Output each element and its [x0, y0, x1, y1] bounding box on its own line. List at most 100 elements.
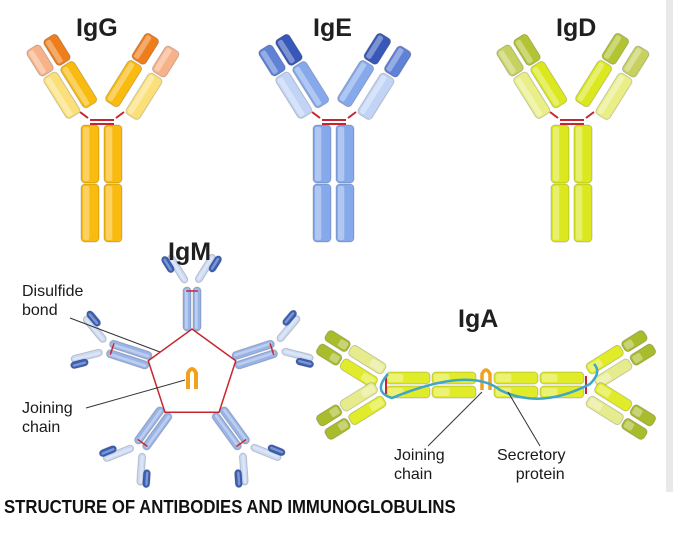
- igm-inter-bond: [109, 343, 115, 355]
- igd-antibody: [496, 32, 650, 243]
- igm-var: [295, 357, 315, 369]
- igg-right-heavy-const: [105, 60, 143, 108]
- igd-arm-left: [496, 33, 568, 119]
- igm-arm: [161, 254, 189, 284]
- igm-monomer: [211, 406, 286, 489]
- disulfide-line1: Disulfide: [22, 283, 84, 300]
- igg-heavy-chain-left-lower: [80, 183, 100, 243]
- igm-var: [142, 469, 151, 489]
- ige-left-light-var: [258, 44, 286, 77]
- iga-arm-var-heavy: [315, 343, 343, 366]
- scroll-edge: [666, 0, 673, 492]
- igm-pentamer: [70, 253, 315, 489]
- iga-arm-var-light: [629, 343, 657, 366]
- iga-heavy-bottom-b: [431, 385, 477, 399]
- secretory-line1: Secretory: [497, 447, 566, 464]
- igd-right-light-var: [621, 45, 650, 78]
- iga-right-monomer: [493, 330, 657, 440]
- iga-joining-leader-line: [427, 391, 483, 447]
- figure-caption: STRUCTURE OF ANTIBODIES AND IMMUNOGLOBUL…: [4, 497, 456, 517]
- iga-arm-lower: [585, 382, 657, 440]
- iga-joining-chain: [480, 368, 492, 390]
- ige-right-heavy-var: [363, 32, 392, 65]
- iga-arm-lower: [315, 382, 387, 440]
- igm-var: [86, 310, 102, 327]
- igd-right-heavy-const: [575, 60, 613, 108]
- iga-arm-light: [594, 358, 633, 388]
- igd-heavy-chain-left-lower: [550, 183, 570, 243]
- iga-secretory-protein: [379, 363, 599, 400]
- ige-heavy-chain-right-lower: [335, 183, 355, 243]
- iga-label: IgA: [458, 305, 499, 333]
- ige-right-light-var: [383, 45, 412, 78]
- iga-arm-light: [339, 382, 378, 412]
- iga-arm-var-light: [324, 330, 351, 353]
- igd-heavy-chain-right-lower: [573, 183, 593, 243]
- igm-heavy-right: [134, 406, 165, 445]
- ige-arm-left: [258, 33, 330, 119]
- iga-dimer: [315, 330, 657, 440]
- igm-var: [70, 358, 89, 370]
- igm-arm: [250, 443, 286, 461]
- iga-arm-heavy: [594, 382, 633, 412]
- iga-heavy-top-a: [493, 371, 539, 385]
- ige-right-heavy-const: [337, 60, 375, 108]
- igd-label: IgD: [556, 14, 597, 42]
- igm-joining-line1: Joining: [22, 400, 73, 417]
- igd-disulfide-bond: [549, 111, 595, 125]
- igm-arm: [98, 444, 135, 462]
- ige-disulfide-bond: [311, 111, 357, 125]
- igd-right-heavy-var: [601, 32, 630, 65]
- igm-arm: [276, 309, 301, 343]
- igm-heavy-left: [182, 286, 192, 332]
- iga-left-monomer: [315, 330, 477, 440]
- igm-heavy-right: [211, 412, 242, 451]
- ige-arm-right: [337, 32, 412, 120]
- iga-joining-chain-label: Joining chain: [394, 446, 445, 484]
- igm-light: [70, 348, 103, 363]
- iga-arm-heavy: [339, 358, 378, 388]
- igg-right-heavy-var: [131, 32, 160, 65]
- igg-left-light-const: [43, 71, 81, 119]
- igm-arm: [234, 452, 249, 489]
- igd-right-light-const: [595, 72, 633, 120]
- secretory-protein-label: Secretory protein: [497, 446, 565, 484]
- igm-heavy-left: [106, 349, 150, 370]
- iga-arm-light: [348, 344, 387, 375]
- disulfide-bond-label: Disulfide bond: [22, 282, 83, 320]
- igm-joining-line2: chain: [22, 419, 61, 436]
- ige-right-light-const: [357, 72, 395, 120]
- igm-inter-bond: [269, 343, 275, 355]
- igg-arm-right: [105, 32, 180, 120]
- igm-var: [234, 469, 243, 489]
- igm-var: [267, 444, 286, 457]
- igm-heavy-right: [234, 349, 278, 370]
- iga-joining-line2: chain: [394, 466, 433, 483]
- igm-monomer: [70, 310, 153, 370]
- igd-left-light-const: [513, 71, 551, 119]
- igm-inter-bond: [236, 438, 247, 448]
- igg-label: IgG: [76, 14, 118, 42]
- igm-light: [281, 347, 314, 362]
- igm-var: [208, 255, 223, 273]
- ige-left-light-const: [275, 71, 313, 119]
- iga-joining-line1: Joining: [394, 447, 445, 464]
- igm-var: [98, 445, 117, 458]
- igm-joining-chain: [186, 367, 198, 389]
- ige-left-heavy-const: [292, 61, 330, 109]
- igm-arm: [194, 253, 223, 283]
- igm-light: [167, 254, 189, 284]
- igm-monomer: [231, 309, 315, 370]
- igg-disulfide-bond: [79, 111, 125, 125]
- igm-disulfide-ring: [147, 328, 237, 413]
- igg-left-light-var: [26, 44, 54, 77]
- igg-arm-left: [26, 33, 98, 119]
- igd-arm-right: [575, 32, 650, 120]
- iga-heavy-top-b: [539, 371, 585, 385]
- igg-heavy-chain-right-lower: [103, 183, 123, 243]
- igm-joining-chain-label: Joining chain: [22, 399, 73, 437]
- igm-joining-leader-line: [85, 379, 186, 409]
- igm-arm: [281, 347, 315, 369]
- iga-heavy-bottom-a: [493, 385, 539, 399]
